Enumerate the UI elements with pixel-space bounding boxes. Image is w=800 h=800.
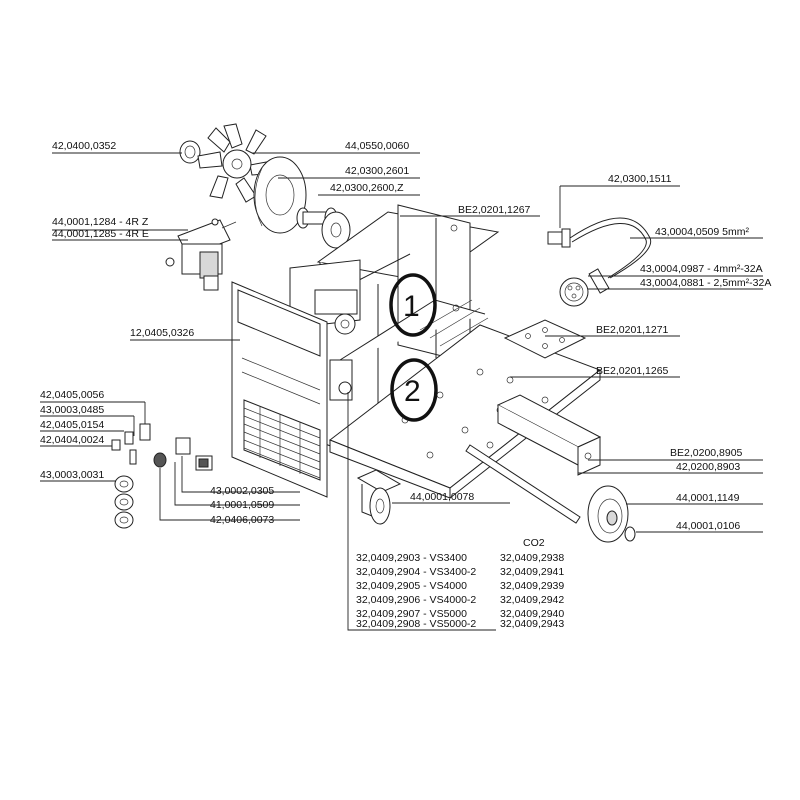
callout-number-2: 2 [404,375,421,408]
cylinder-parts-drawing [114,475,134,529]
cable-assembly-drawing [547,217,652,307]
callout-circle-1: 1 [389,273,437,337]
table-row-right: 32,0409,2943 [500,618,564,630]
label-wheel-ring: 44,0001,0106 [676,520,740,532]
table-row: 32,0409,2905 - VS4000 32,0409,2939 [356,580,564,592]
callout-number-1: 1 [403,290,420,323]
label-axle: 42,0200,8903 [676,461,740,473]
wheel-drawing [587,485,636,543]
fan-drawing [197,123,275,203]
label-fan-hub: 42,0300,2600,Z [330,182,404,194]
leader-lines [40,152,763,631]
table-row: 32,0409,2906 - VS4000-2 32,0409,2942 [356,594,564,606]
table-row-left: 32,0409,2906 - VS4000-2 [356,594,476,606]
label-fan: 44,0550,0060 [345,140,409,152]
label-p4: 42,0404,0024 [40,434,104,446]
variant-table: CO2 32,0409,2903 - VS3400 32,0409,2938 3… [356,537,564,630]
label-cable: 43,0004,0509 5mm² [655,226,749,238]
table-row: 32,0409,2904 - VS3400-2 32,0409,2941 [356,566,564,578]
label-cable-plug: 42,0300,1511 [608,173,672,185]
label-switch: 43,0002,0305 [210,485,274,497]
relay-assembly-drawing [165,218,237,291]
table-row: 32,0409,2908 - VS5000-2 32,0409,2943 [356,618,564,630]
callout-circle-2: 2 [390,358,438,422]
table-row: 32,0409,2903 - VS3400 32,0409,2938 [356,552,564,564]
front-panel-drawing [231,281,328,498]
label-p1: 42,0405,0056 [40,389,104,401]
label-chassis-top: BE2,0201,1267 [458,204,531,216]
table-row-right: 32,0409,2938 [500,552,564,564]
label-wheel: 44,0001,1149 [676,492,740,504]
table-row-right: 32,0409,2942 [500,594,564,606]
label-cable-25mm: 43,0004,0881 - 2,5mm²-32A [640,277,771,289]
axle-drawing [465,444,581,524]
caster-drawing [356,469,402,525]
table-row-left: 32,0409,2905 - VS4000 [356,580,467,592]
plate-drawing [503,319,587,359]
table-row-left: 32,0409,2904 - VS3400-2 [356,566,476,578]
fan-hub-drawing [296,207,351,249]
label-bracket: BE2,0200,8905 [670,447,743,459]
label-knob: 41,0001,0509 [210,499,274,511]
control-panel-drawing [289,259,361,401]
knob-switch-drawing [153,437,213,471]
bracket-drawing [496,394,602,476]
fan-shroud-drawing [253,156,307,234]
label-front-panel: 12,0405,0326 [130,327,194,339]
ring-part-drawing [179,140,201,164]
label-p5: 43,0003,0031 [40,469,104,481]
table-header-co2: CO2 [523,537,545,549]
label-p2: 43,0003,0485 [40,404,104,416]
label-fan-shroud: 42,0300,2601 [345,165,409,177]
label-relay-4re: 44,0001,1285 - 4R E [52,228,149,240]
table-row-left: 32,0409,2908 - VS5000-2 [356,618,476,630]
table-row-right: 32,0409,2939 [500,580,564,592]
table-row-left: 32,0409,2903 - VS3400 [356,552,467,564]
label-p3: 42,0405,0154 [40,419,104,431]
table-row: 32,0409,2907 - VS5000 32,0409,2940 [356,608,564,620]
part-number-labels: 42,0400,0352 44,0550,0060 42,0300,2601 4… [40,140,771,532]
small-parts-drawing [111,423,151,465]
label-relay-4rz: 44,0001,1284 - 4R Z [52,216,149,228]
label-plate: BE2,0201,1271 [596,324,669,336]
label-cable-4mm: 43,0004,0987 - 4mm²-32A [640,263,763,275]
label-ring-top: 42,0400,0352 [52,140,116,152]
table-row-left: 32,0409,2907 - VS5000 [356,608,467,620]
label-base: BE2,0201,1265 [596,365,669,377]
table-row-right: 32,0409,2941 [500,566,564,578]
label-caster: 44,0001,0078 [410,491,474,503]
label-knob-cap: 42,0406,0073 [210,514,274,526]
table-row-right: 32,0409,2940 [500,608,564,620]
